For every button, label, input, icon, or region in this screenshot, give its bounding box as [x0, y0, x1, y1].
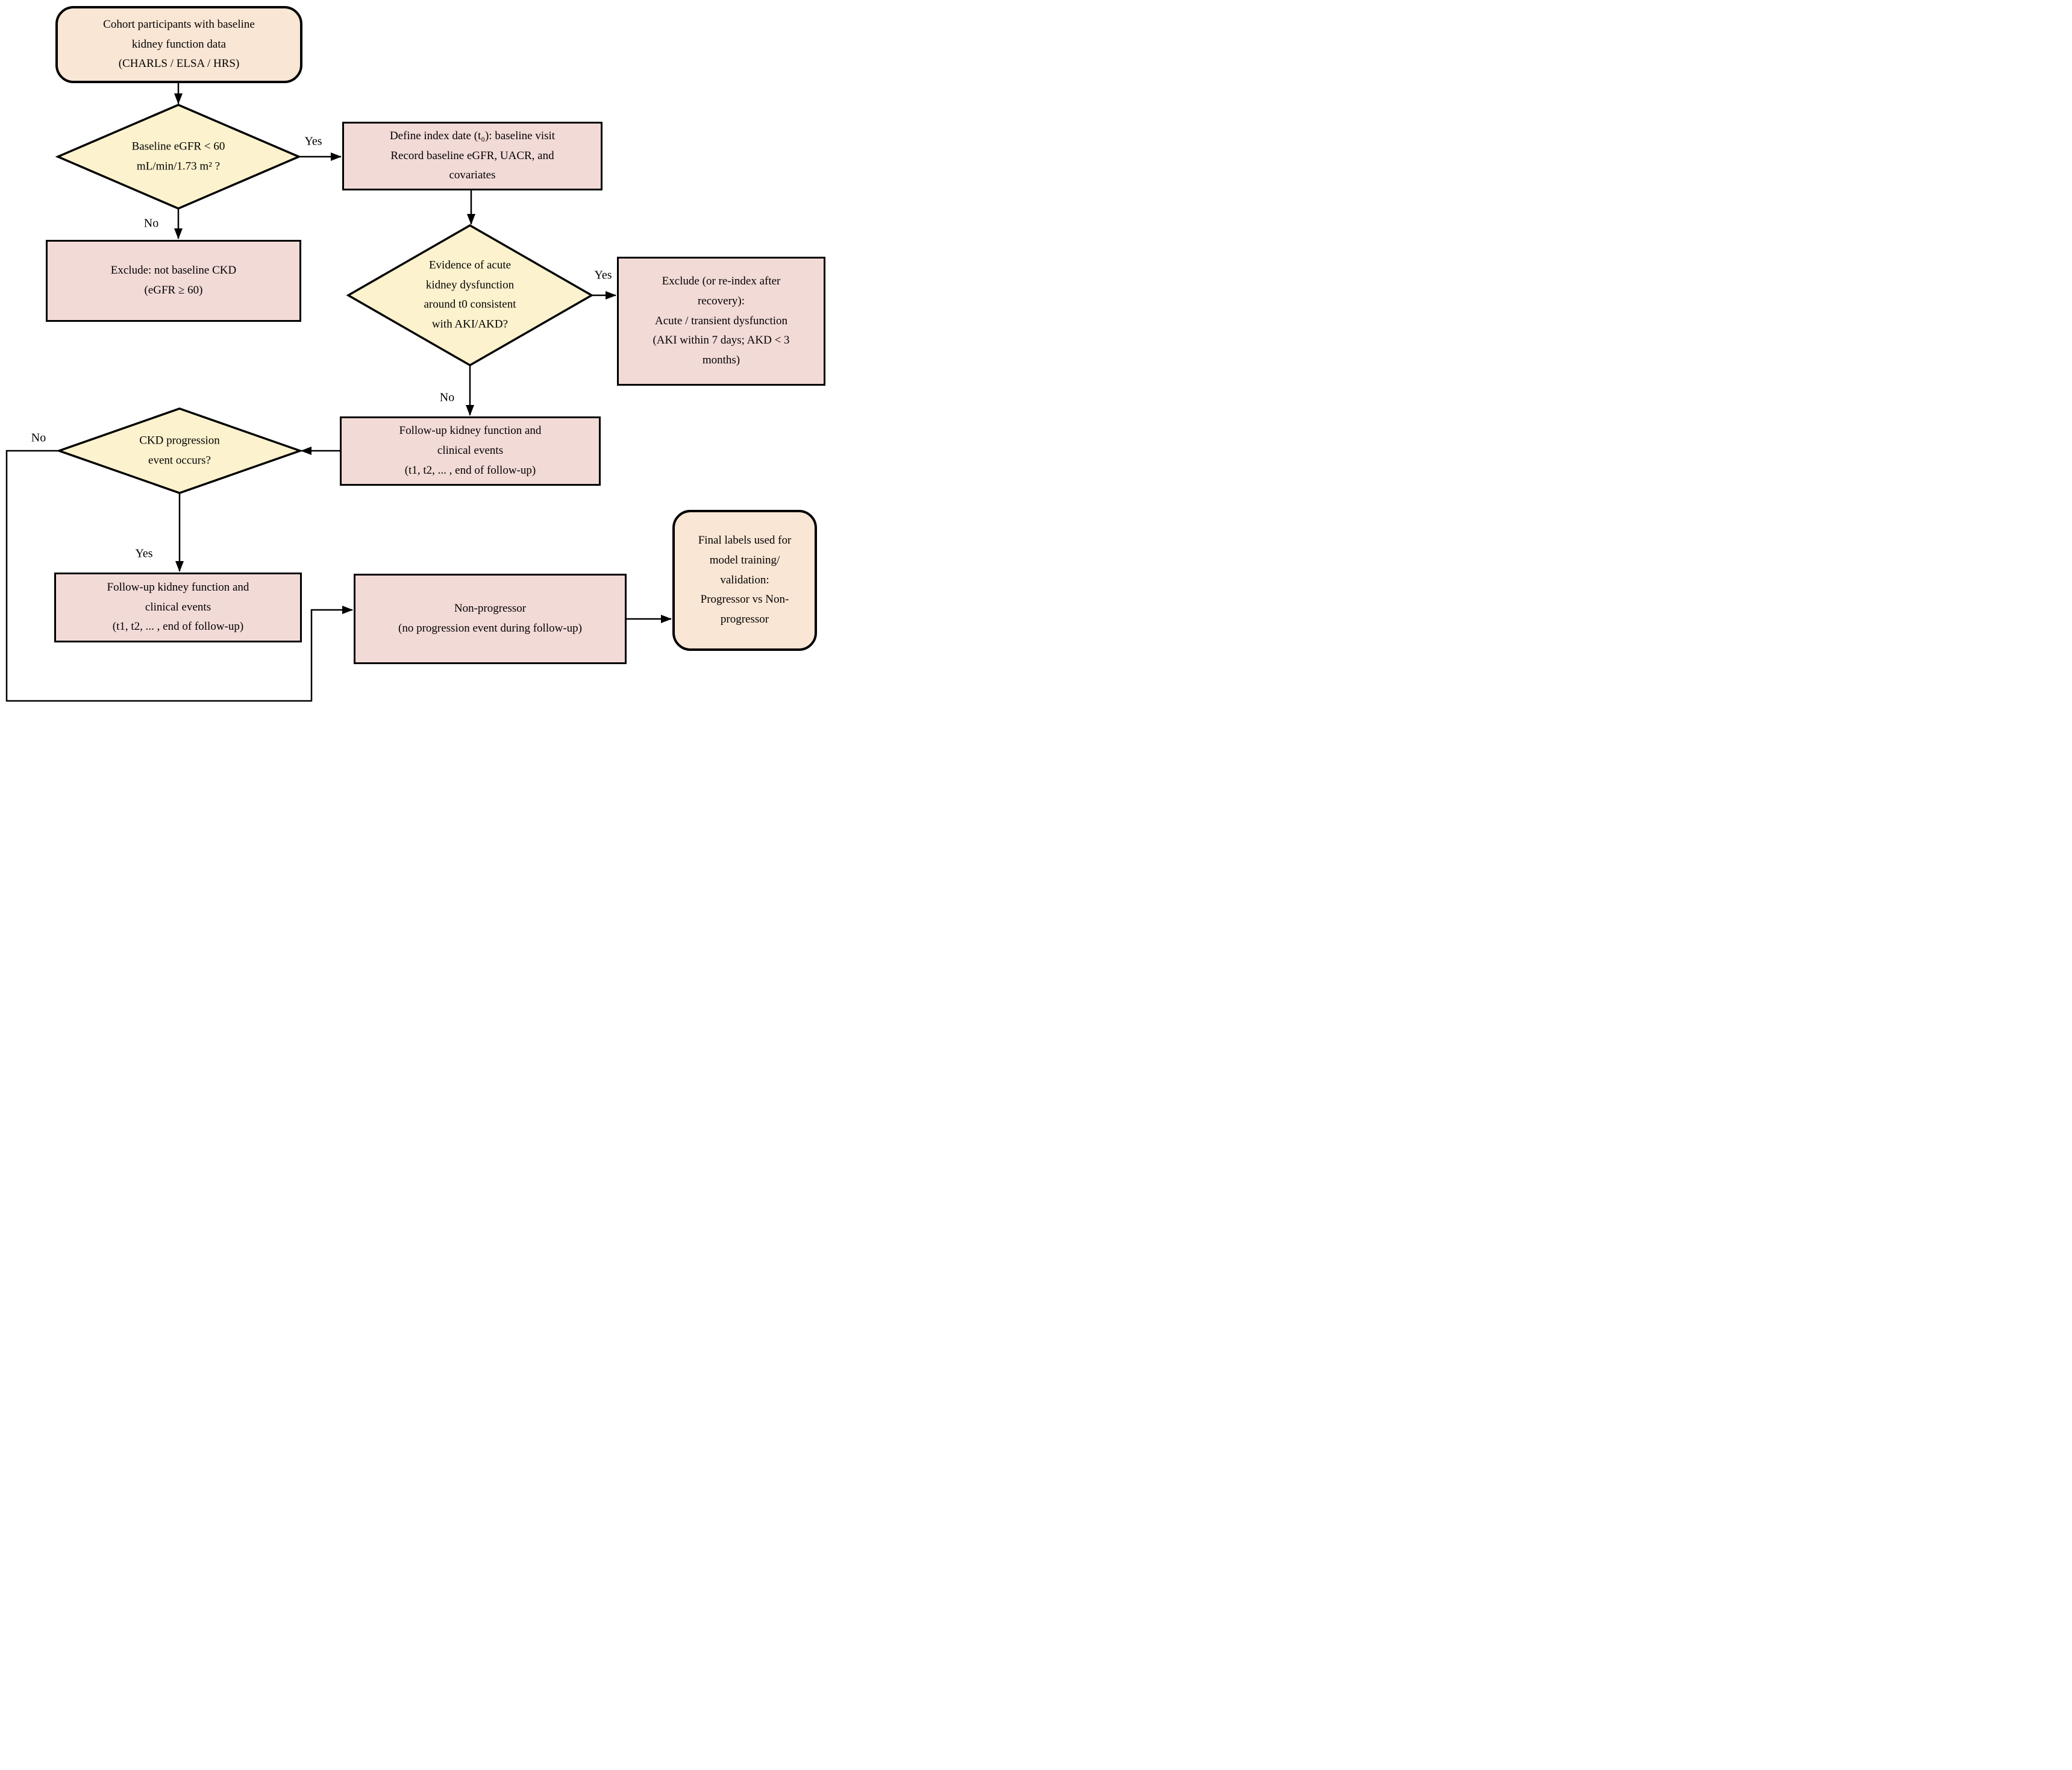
node-line: mL/min/1.73 m² ?: [136, 160, 221, 172]
node-line: Record baseline eGFR, UACR, and: [390, 149, 554, 162]
decision-acute-dysfunction-text: Evidence of acute kidney dysfunction aro…: [424, 256, 516, 335]
node-line: kidney function data: [131, 37, 227, 51]
edge-label-d3-yes: Yes: [135, 547, 153, 560]
node-line: Cohort participants with baseline: [103, 17, 255, 31]
node-line: Final labels used for: [698, 534, 792, 547]
node-line: with AKI/AKD?: [431, 318, 509, 331]
node-line: Define index date (t₀): baseline visit: [389, 129, 556, 142]
node-line: Exclude: not baseline CKD: [110, 264, 237, 277]
edge-label-d2-no: No: [439, 391, 455, 404]
non-progressor-box: Non-progressor (no progression event dur…: [354, 574, 627, 664]
node-line: Follow-up kidney function and: [399, 424, 542, 438]
node-line: Follow-up kidney function and: [107, 580, 249, 594]
start-terminal: Cohort participants with baseline kidney…: [55, 6, 302, 83]
followup-box: Follow-up kidney function and clinical e…: [340, 416, 601, 486]
decision-ckd-progression-text: CKD progression event occurs?: [139, 431, 220, 470]
decision-baseline-egfr-text: Baseline eGFR < 60 mL/min/1.73 m² ?: [132, 137, 225, 176]
edge-label-d1-no: No: [143, 216, 159, 230]
node-line: validation:: [720, 573, 769, 586]
node-line: (CHARLS / ELSA / HRS): [118, 57, 240, 71]
flowchart-graphics: [5, 83, 672, 702]
followup-yes-box: Follow-up kidney function and clinical e…: [54, 573, 302, 642]
node-line: clinical events: [437, 444, 504, 457]
decision-acute-dysfunction-shape: [346, 224, 594, 367]
node-line: covariates: [449, 169, 496, 182]
node-line: (AKI within 7 days; AKD < 3: [653, 334, 790, 347]
node-line: (no progression event during follow-up): [398, 622, 582, 635]
node-line: (t1, t2, ... , end of follow-up): [404, 463, 536, 477]
node-line: Evidence of acute: [428, 259, 512, 272]
node-line: months): [702, 354, 740, 366]
node-line: CKD progression: [139, 434, 220, 447]
final-labels-terminal: Final labels used for model training/ va…: [672, 510, 817, 651]
edge-label-d1-yes: Yes: [304, 134, 322, 148]
node-line: recovery):: [697, 294, 745, 307]
edge-d3-no-loop-to-non-progressor: [5, 450, 353, 702]
define-index-box: Define index date (t₀): baseline visit R…: [342, 122, 603, 190]
decision-ckd-progression-shape: [55, 407, 304, 494]
node-line: Exclude (or re-index after: [662, 275, 781, 288]
exclude-not-baseline-ckd-box: Exclude: not baseline CKD (eGFR ≥ 60): [46, 240, 301, 322]
exclude-acute-transient-box: Exclude (or re-index after recovery): Ac…: [617, 257, 825, 386]
node-line: clinical events: [145, 600, 211, 614]
node-line: Baseline eGFR < 60: [131, 140, 225, 153]
edge-label-d3-no: No: [31, 431, 46, 445]
node-line: (eGFR ≥ 60): [144, 284, 203, 297]
node-line: model training/: [709, 553, 780, 566]
node-line: Non-progressor: [454, 602, 527, 615]
node-line: (t1, t2, ... , end of follow-up): [112, 620, 244, 633]
flowchart-canvas: Cohort participants with baseline kidney…: [0, 0, 829, 708]
decision-baseline-egfr-shape: [55, 104, 302, 210]
node-line: Progressor vs Non-: [700, 593, 789, 606]
node-line: around t0 consistent: [424, 298, 516, 311]
node-line: event occurs?: [148, 454, 211, 466]
edge-label-d2-yes: Yes: [594, 268, 612, 282]
node-line: progressor: [720, 613, 769, 626]
node-line: kidney dysfunction: [425, 278, 515, 292]
node-line: Acute / transient dysfunction: [654, 314, 788, 327]
